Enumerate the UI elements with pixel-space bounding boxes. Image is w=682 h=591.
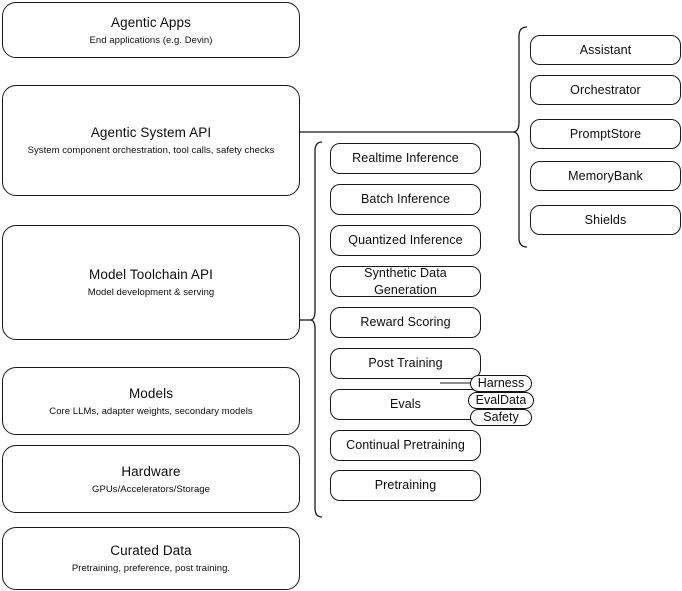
layer-title: Models	[128, 385, 174, 401]
layer-title: Agentic System API	[90, 125, 212, 140]
capability-title: Pretraining	[374, 478, 437, 492]
capability-box-post-training[interactable]: Post Training	[330, 348, 481, 379]
evals-badge-safety[interactable]: Safety	[470, 409, 532, 426]
component-box-memorybank[interactable]: MemoryBank	[530, 161, 681, 191]
layer-title: Curated Data	[110, 543, 192, 558]
layer-subtitle: GPUs/Accelerators/Storage	[92, 483, 210, 495]
capability-title: Continual Pretraining	[346, 438, 465, 452]
evals-badge-harness[interactable]: Harness	[470, 375, 532, 392]
layer-title: Hardware	[121, 463, 181, 479]
badge-label: EvalData	[475, 393, 527, 408]
layer-box-agentic-system-api[interactable]: Agentic System API System component orch…	[2, 85, 300, 196]
badge-label: Harness	[477, 376, 525, 391]
capability-title: Quantized Inference	[348, 233, 463, 247]
component-title: MemoryBank	[568, 168, 643, 183]
layer-box-models[interactable]: Models Core LLMs, adapter weights, secon…	[2, 367, 300, 435]
component-title: Shields	[584, 212, 627, 227]
capability-title: Reward Scoring	[360, 315, 451, 329]
component-box-promptstore[interactable]: PromptStore	[530, 119, 681, 149]
capability-box-evals[interactable]: Evals	[330, 389, 481, 420]
capability-title: Post Training	[368, 356, 443, 370]
layer-box-agentic-apps[interactable]: Agentic Apps End applications (e.g. Devi…	[2, 2, 300, 58]
capability-box-continual-pretraining[interactable]: Continual Pretraining	[330, 430, 481, 461]
layer-box-curated-data[interactable]: Curated Data Pretraining, preference, po…	[2, 527, 300, 590]
brace-toolchain-capabilities	[309, 141, 323, 518]
badge-label: Safety	[483, 410, 519, 425]
component-box-assistant[interactable]: Assistant	[530, 35, 681, 65]
capability-box-pretraining[interactable]: Pretraining	[330, 470, 481, 501]
capability-title: Synthetic Data Generation	[364, 265, 447, 297]
component-title: Assistant	[579, 42, 632, 57]
brace-system-components	[512, 26, 528, 248]
layer-box-model-toolchain-api[interactable]: Model Toolchain API Model development & …	[2, 225, 300, 340]
component-box-shields[interactable]: Shields	[530, 205, 681, 235]
layer-subtitle: Core LLMs, adapter weights, secondary mo…	[49, 405, 253, 417]
capability-box-reward-scoring[interactable]: Reward Scoring	[330, 307, 481, 338]
component-title: Orchestrator	[570, 82, 641, 97]
layer-subtitle: Model development & serving	[87, 287, 215, 298]
layer-subtitle: End applications (e.g. Devin)	[89, 34, 213, 46]
capability-box-batch-inference[interactable]: Batch Inference	[330, 184, 481, 215]
capability-box-realtime-inference[interactable]: Realtime Inference	[330, 143, 481, 174]
layer-title: Agentic Apps	[110, 14, 191, 30]
capability-title: Evals	[389, 397, 422, 411]
evals-badge-evaldata[interactable]: EvalData	[468, 392, 534, 409]
layer-box-hardware[interactable]: Hardware GPUs/Accelerators/Storage	[2, 445, 300, 513]
capability-box-synthetic-data-generation[interactable]: Synthetic Data Generation	[330, 266, 481, 297]
layer-subtitle: Pretraining, preference, post training.	[71, 563, 231, 574]
capability-title: Batch Inference	[360, 192, 451, 206]
capability-box-quantized-inference[interactable]: Quantized Inference	[330, 225, 481, 256]
component-title: PromptStore	[569, 126, 642, 141]
layer-subtitle: System component orchestration, tool cal…	[27, 145, 275, 156]
layer-title: Model Toolchain API	[89, 267, 213, 282]
component-box-orchestrator[interactable]: Orchestrator	[530, 75, 681, 105]
capability-title: Realtime Inference	[352, 151, 459, 165]
